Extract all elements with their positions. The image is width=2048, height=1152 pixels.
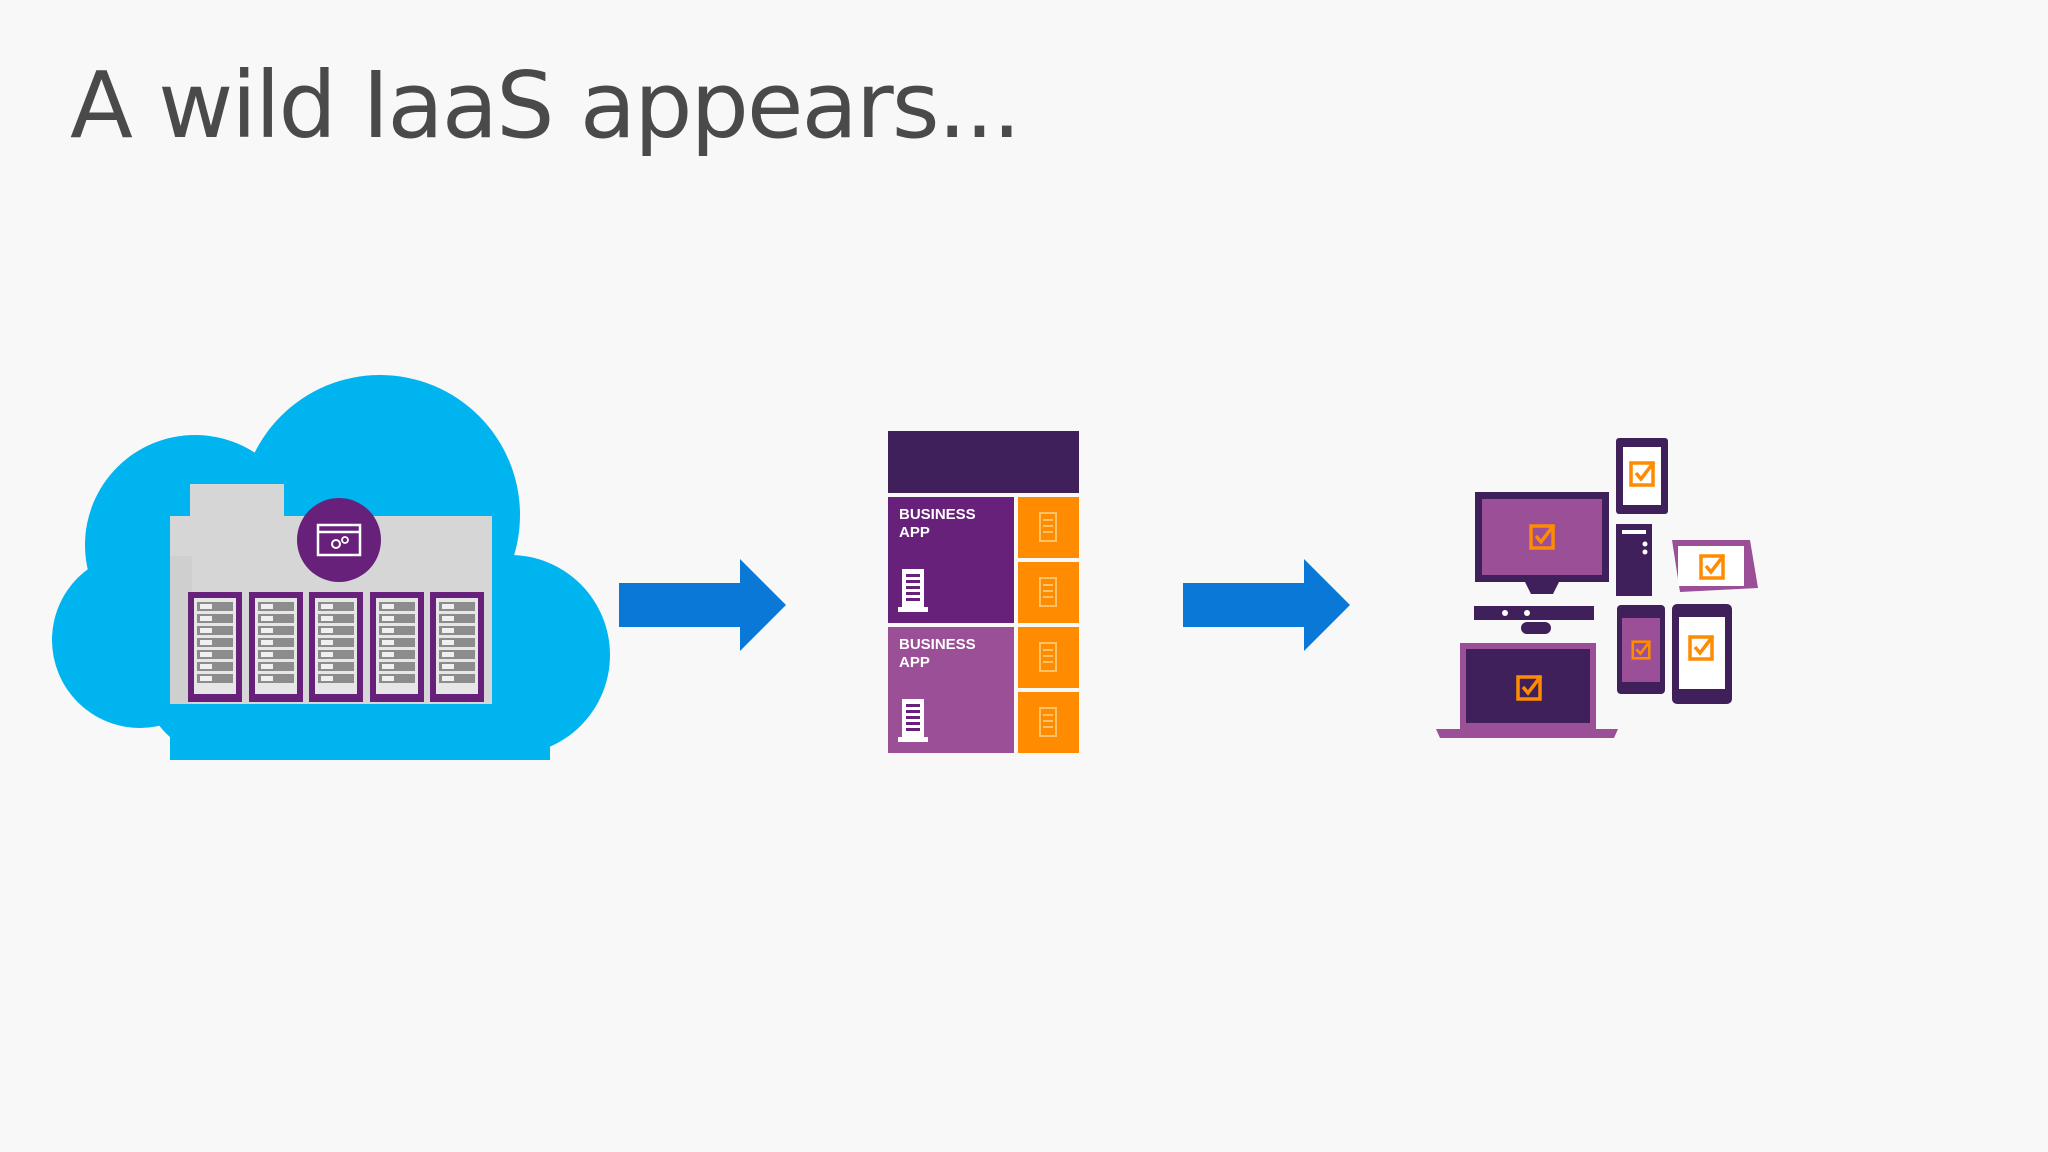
server-rack-icon [249,592,303,702]
tablet-icon [1672,540,1758,592]
server-rack-icon [370,592,424,702]
business-app-tile: BUSINESS APP [888,497,1014,623]
server-rack-icon [309,592,363,702]
server-rack-icon [430,592,484,702]
app-stack-header [888,431,1079,493]
monitor-icon [1474,492,1609,634]
settings-window-icon [297,498,381,582]
phone-icon [1672,604,1732,704]
business-app-label: APP [899,654,930,671]
server-rack-icon [188,592,242,702]
laptop-icon [1436,643,1618,738]
phone-icon [1617,605,1665,694]
business-app-label: APP [899,524,930,541]
server-tile [1018,497,1079,558]
business-app-label: BUSINESS [899,506,976,523]
business-app-label: BUSINESS [899,636,976,653]
phone-icon [1616,438,1668,514]
arrow-right-icon [1183,559,1350,651]
server-tile [1018,562,1079,623]
server-tile [1018,692,1079,753]
building-icon [898,699,928,742]
server-icon [1616,524,1652,596]
devices-group [1436,438,1758,738]
arrow-right-icon [619,559,786,651]
business-app-tile: BUSINESS APP [888,627,1014,753]
app-stack: BUSINESS APP BUSINESS APP [888,431,1079,753]
building-icon [898,569,928,612]
server-tile [1018,627,1079,688]
